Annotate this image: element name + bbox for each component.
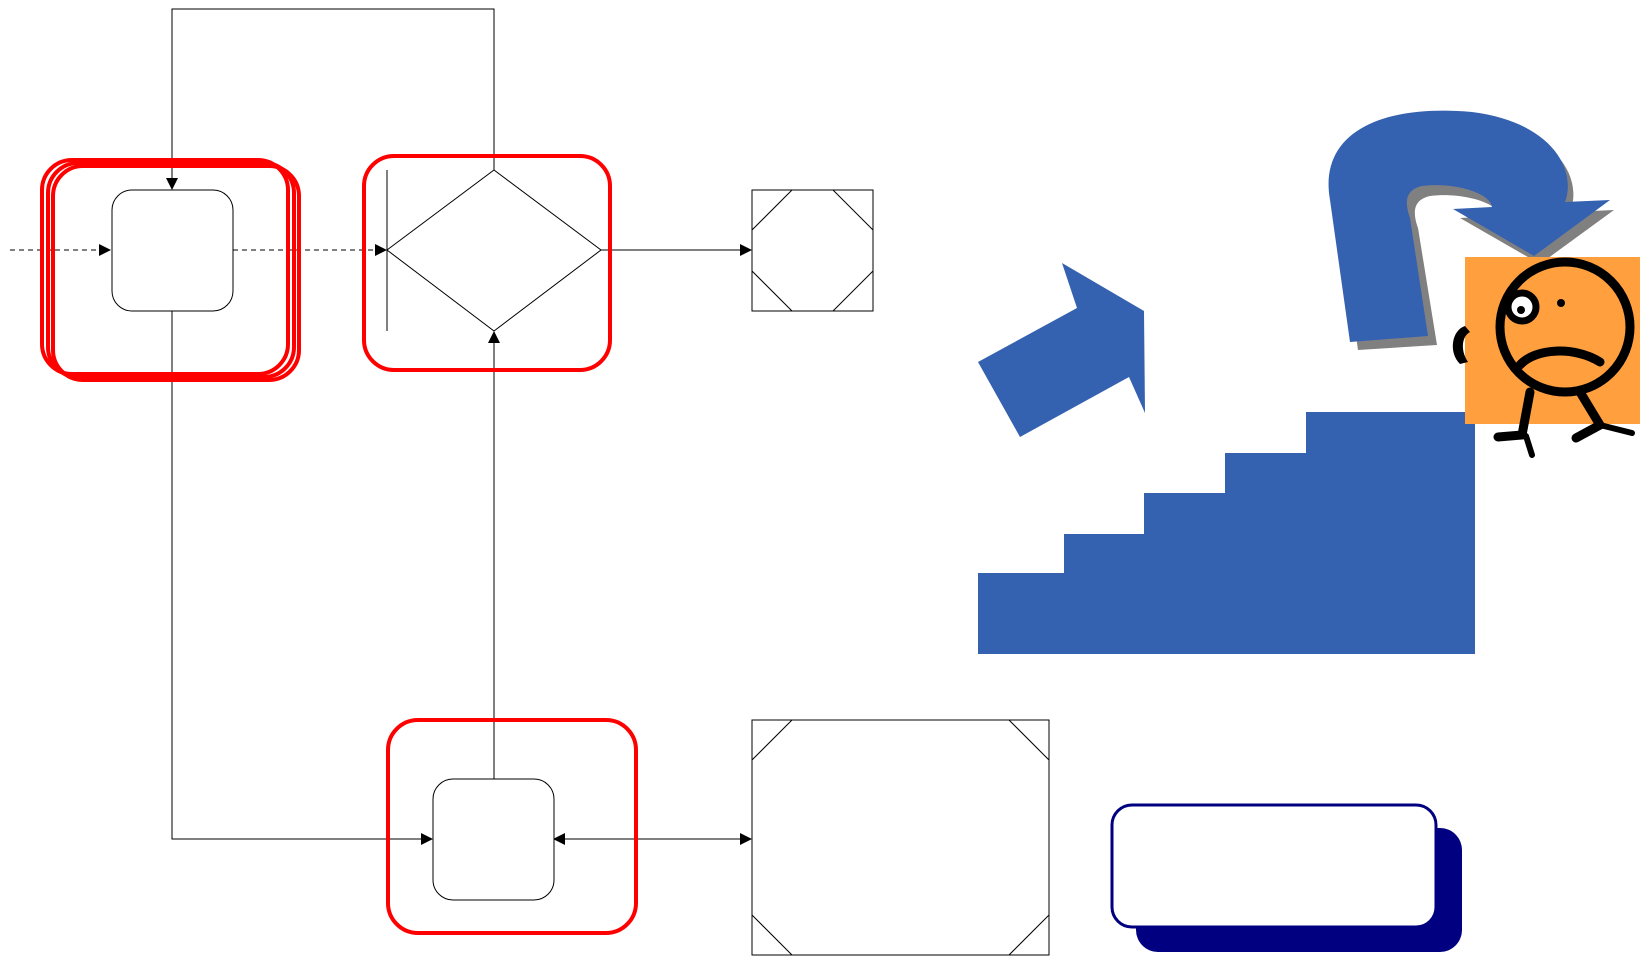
stairs-icon xyxy=(978,412,1475,654)
callout-box xyxy=(1110,803,1462,952)
frustrated-character-icon xyxy=(1452,257,1640,458)
highlight-frame-task-back-2 xyxy=(51,164,301,382)
task-top-left[interactable] xyxy=(111,189,234,312)
highlight-frame-task xyxy=(40,158,290,376)
end-event-top[interactable] xyxy=(751,189,874,312)
data-box-large[interactable] xyxy=(751,719,1050,956)
gateway-diamond[interactable] xyxy=(386,169,602,332)
character-head xyxy=(1495,257,1635,397)
highlight-frame-task-back-1 xyxy=(46,161,296,379)
task-to-bottom-task-connector xyxy=(171,311,433,845)
callout-panel xyxy=(1110,803,1438,929)
highlight-frames xyxy=(40,154,638,935)
connectors xyxy=(10,8,752,845)
loop-back-connector xyxy=(166,8,495,190)
u-turn-arrow-icon xyxy=(1328,110,1610,342)
up-right-arrow-icon xyxy=(978,263,1145,437)
highlight-frame-gateway xyxy=(362,154,612,372)
task-bottom[interactable] xyxy=(432,778,555,901)
highlight-frame-bottom-task xyxy=(386,718,638,935)
